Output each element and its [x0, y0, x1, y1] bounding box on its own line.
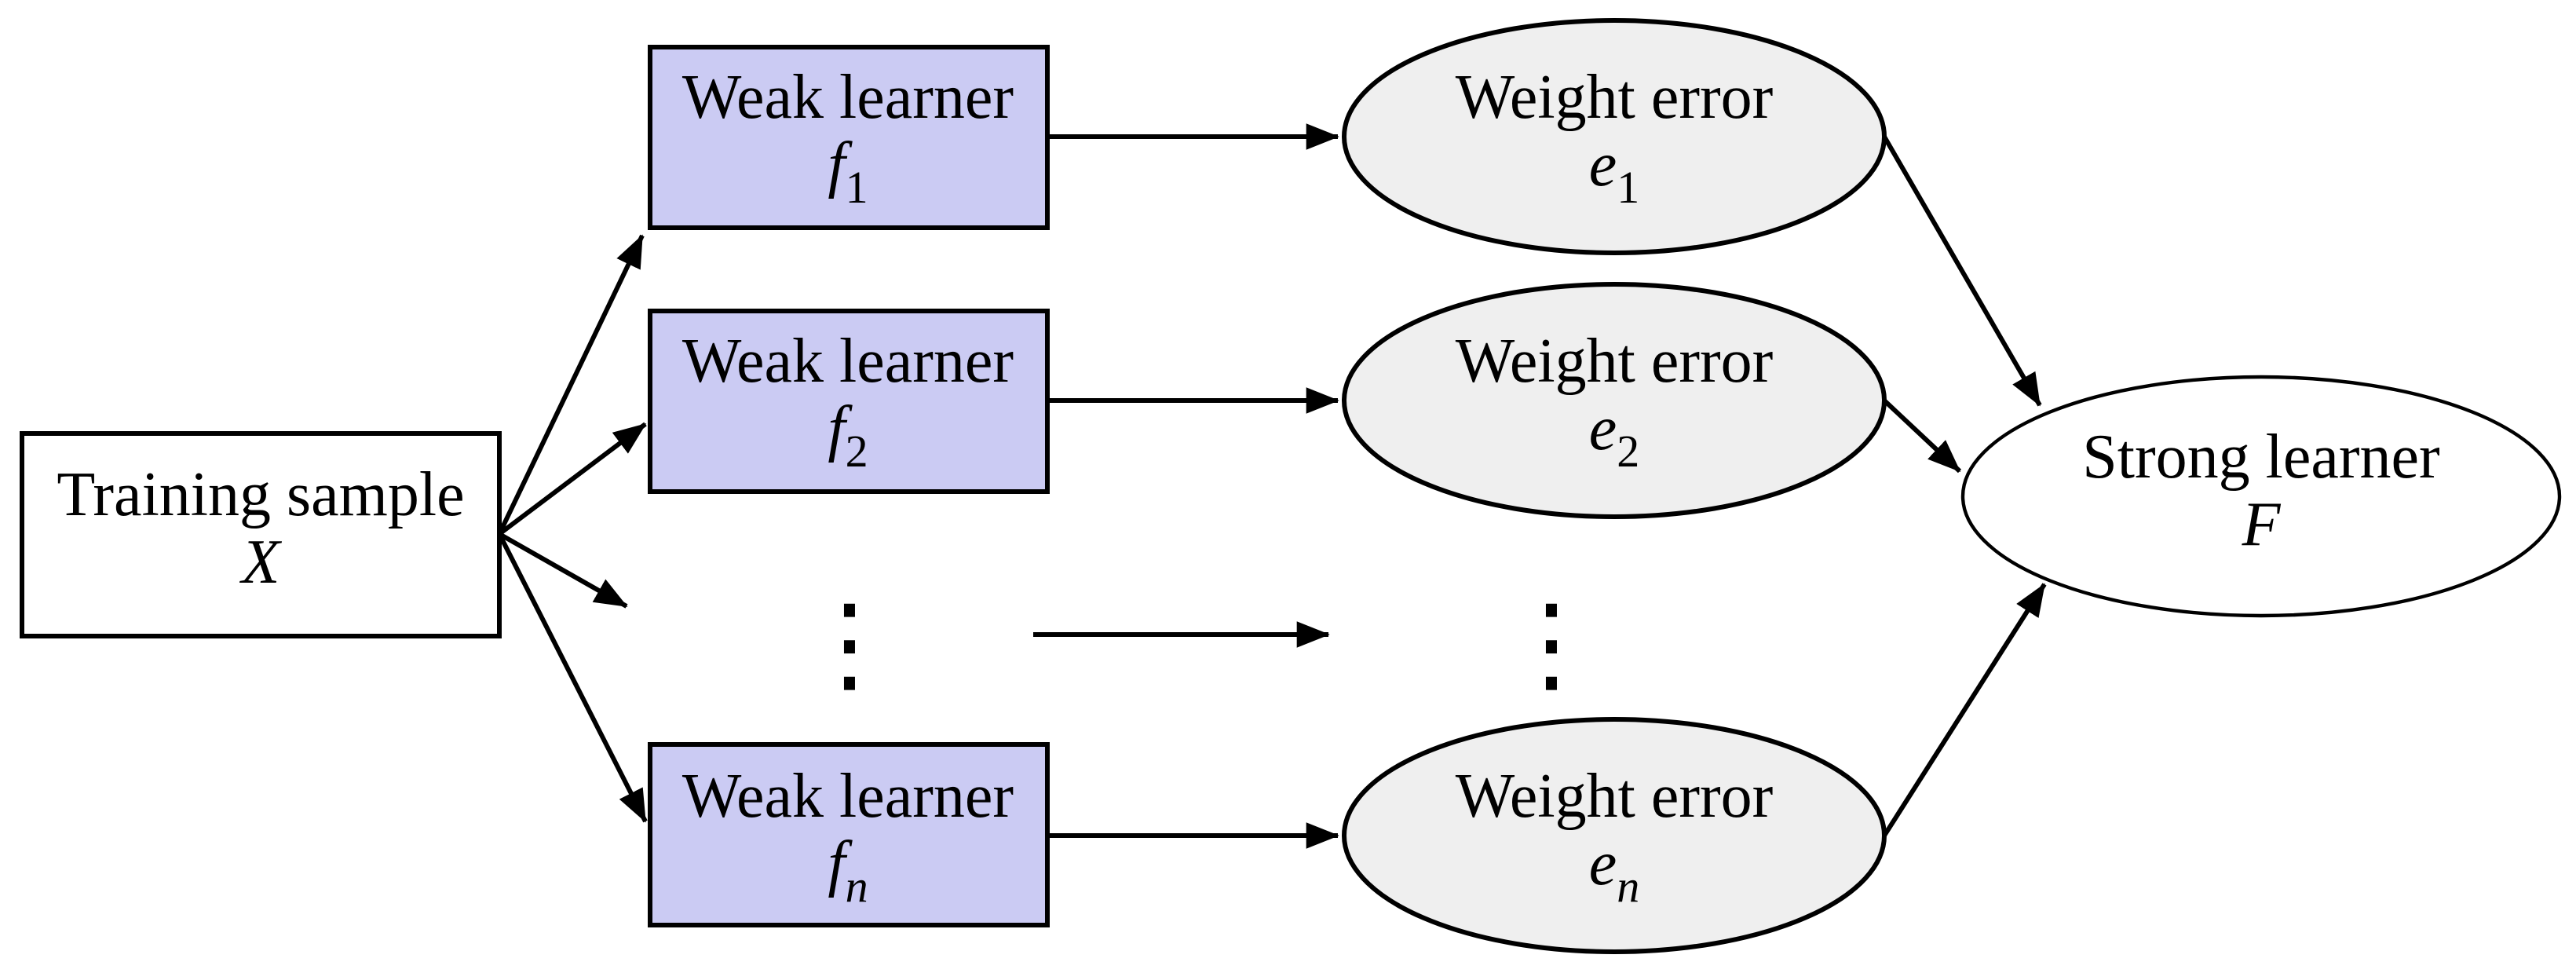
arrow-training-to-ellipsis — [498, 532, 628, 609]
weight-error-1-node: Weight error e1 — [1342, 18, 1887, 255]
strong-learner-label: Strong learner — [2082, 422, 2439, 492]
weak-learner-2-node: Weak learner f2 — [648, 309, 1050, 494]
weight-error-n-node: Weight error en — [1342, 717, 1887, 954]
strong-learner-ellipse — [1960, 375, 2562, 618]
weak-learner-1-box — [648, 45, 1050, 230]
weak-learner-2-label: Weak learner — [682, 327, 1014, 396]
weight-error-2-label: Weight error — [1456, 327, 1774, 396]
weight-error-1-label: Weight error — [1456, 63, 1774, 132]
arrow-training-to-weak-n — [497, 532, 648, 823]
weight-error-n-ellipse — [1342, 717, 1887, 954]
weight-error-1-ellipse — [1342, 18, 1887, 255]
weak-learner-1-label: Weak learner — [682, 63, 1014, 132]
arrow-training-to-weak-2 — [498, 422, 647, 536]
weak-learner-n-box — [648, 742, 1050, 927]
weak-learner-2-box — [648, 309, 1050, 494]
training-sample-box — [20, 431, 502, 638]
training-sample-symbol: X — [239, 528, 283, 597]
weak-learner-n-label: Weak learner — [682, 762, 1014, 831]
weight-error-2-ellipse — [1342, 282, 1887, 519]
weight-error-n-symbol: en — [1589, 829, 1640, 912]
weak-learner-1-node: Weak learner f1 — [648, 45, 1050, 230]
weight-error-1-symbol: e1 — [1589, 130, 1640, 213]
arrows — [497, 123, 2047, 849]
weight-error-2-node: Weight error e2 — [1342, 282, 1887, 519]
vertical-ellipsis-error-column: ⋮ — [1498, 582, 1605, 706]
weak-learner-n-symbol: fn — [828, 829, 868, 912]
weight-error-2-symbol: e2 — [1589, 394, 1640, 477]
arrow-training-to-weak-1 — [497, 234, 645, 536]
strong-learner-node: Strong learner F — [1960, 375, 2562, 618]
arrow-error-2-to-strong — [1882, 398, 1962, 474]
vertical-ellipsis-weak-column: ⋮ — [796, 582, 903, 706]
arrow-error-1-to-strong — [1882, 135, 2042, 407]
training-sample-label: Training sample — [57, 460, 464, 529]
weight-error-n-label: Weight error — [1456, 762, 1774, 831]
arrow-error-n-to-strong — [1882, 583, 2047, 837]
strong-learner-symbol: F — [2242, 490, 2282, 559]
weak-learner-n-node: Weak learner fn — [648, 742, 1050, 927]
training-sample-node: Training sample X — [20, 431, 502, 638]
